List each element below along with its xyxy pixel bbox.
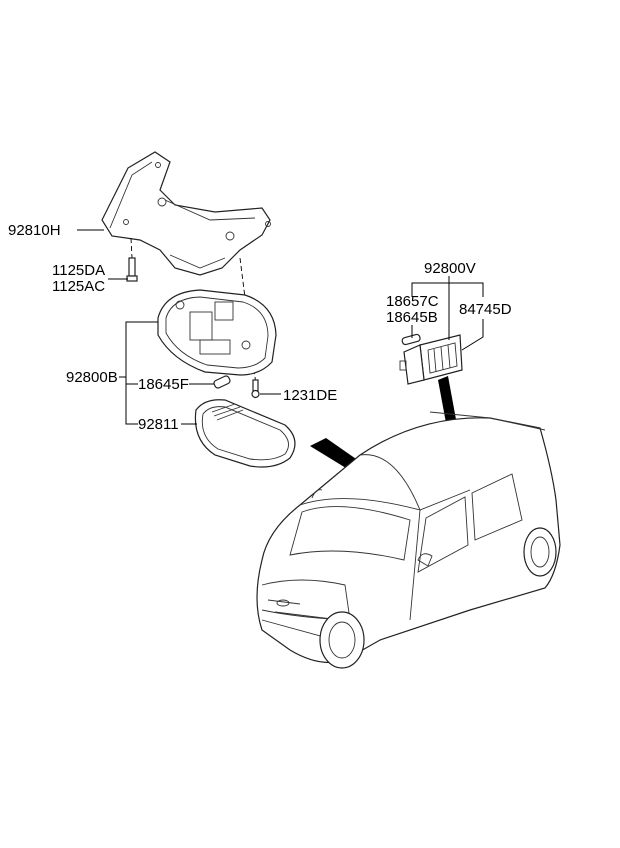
label-92811: 92811 <box>138 416 179 433</box>
label-92800V: 92800V <box>424 260 476 277</box>
label-92800B: 92800B <box>66 369 118 386</box>
label-1125DA: 1125DA <box>52 262 105 279</box>
label-92810H: 92810H <box>8 222 61 239</box>
label-84745D: 84745D <box>459 301 512 318</box>
label-1231DE: 1231DE <box>283 387 337 404</box>
label-18657C: 18657C <box>386 293 439 310</box>
room-lamp-lens-part <box>194 399 296 468</box>
leader-lines <box>77 229 484 425</box>
label-18645F: 18645F <box>138 376 189 393</box>
screw-part <box>251 379 260 399</box>
label-1125AC: 1125AC <box>52 278 105 295</box>
car-illustration <box>256 411 561 669</box>
bolt-guide-line <box>130 237 133 259</box>
bolt-part <box>126 257 138 282</box>
luggage-bulb-part <box>401 333 421 346</box>
room-lamp-bulb-part <box>213 375 231 389</box>
roof-bracket-part <box>101 151 271 276</box>
room-lamp-assembly-part <box>157 289 277 376</box>
luggage-lamp-assembly-part <box>399 334 463 385</box>
label-18645B: 18645B <box>386 309 438 326</box>
